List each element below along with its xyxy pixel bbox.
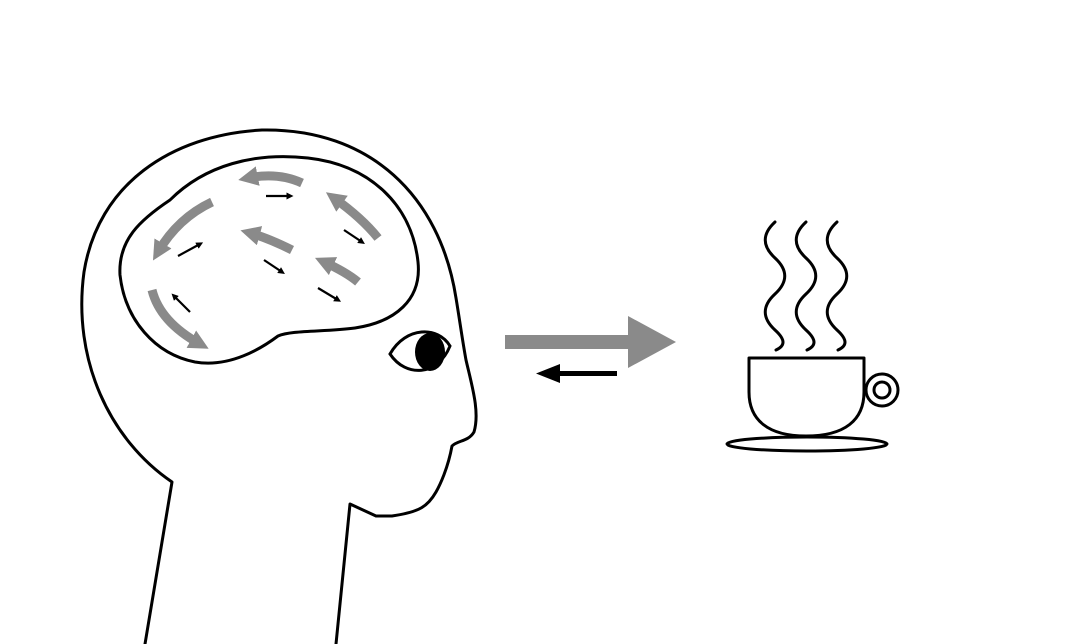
black-arrow (317, 287, 342, 302)
coffee-cup-icon (725, 356, 900, 453)
grey-arrow (152, 197, 214, 261)
grey-arrow (325, 192, 382, 241)
grey-arrow (240, 226, 295, 255)
black-arrow (263, 259, 285, 274)
brain-activity-arrows (147, 166, 382, 349)
black-arrow (171, 293, 191, 313)
grey-arrow-right (505, 316, 676, 368)
grey-arrow (314, 257, 361, 286)
grey-arrow (238, 166, 304, 188)
steam-icon (763, 220, 849, 352)
black-arrow (343, 229, 365, 244)
brain-icon (118, 155, 420, 365)
grey-arrow (147, 288, 209, 349)
eye-icon (388, 330, 452, 372)
head-profile-icon (80, 128, 478, 644)
black-arrow (177, 242, 204, 257)
brain-signal-arrows (171, 192, 365, 313)
black-arrow-left (536, 364, 617, 383)
